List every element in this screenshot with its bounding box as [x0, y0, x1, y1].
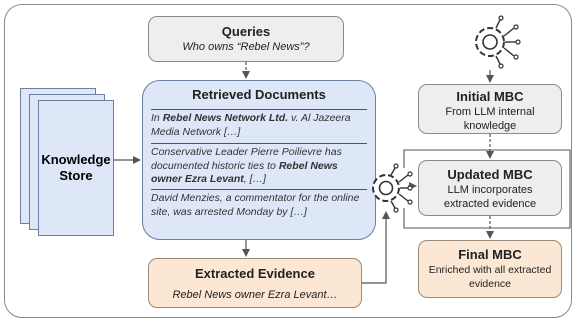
updated-mbc-line2: extracted evidence [443, 198, 537, 210]
queries-question: Who owns “Rebel News”? [182, 41, 310, 53]
initial-mbc-title: Initial MBC [456, 89, 524, 104]
final-mbc-title: Final MBC [458, 247, 522, 262]
final-mbc-line2: evidence [468, 278, 512, 290]
knowledge-store-label-line2: Store [59, 168, 93, 183]
doc2-pre: Conservative Leader Pierre Poilievre has… [151, 146, 342, 172]
doc-snippet-3: David Menzies, a commentator for the onl… [151, 192, 360, 218]
knowledge-store-sheet-front: Knowledge Store [38, 100, 114, 236]
doc2-post: , […] [243, 173, 266, 185]
extracted-evidence-title: Extracted Evidence [195, 266, 315, 281]
initial-mbc-line1: From LLM internal [445, 106, 535, 118]
extracted-evidence-text: Rebel News owner Ezra Levant… [172, 289, 338, 301]
extracted-evidence-box: Extracted Evidence Rebel News owner Ezra… [148, 258, 362, 308]
initial-mbc-line2: knowledge [463, 120, 517, 132]
arrow-extracted-to-icon [362, 211, 390, 284]
doc1-pre: In [151, 112, 163, 124]
final-mbc-box: Final MBC Enriched with all extracted ev… [418, 240, 562, 298]
loop-connector-bottom [403, 208, 571, 229]
loop-connector-top [403, 149, 571, 222]
updated-mbc-title: Updated MBC [447, 167, 533, 182]
doc-separator-2 [151, 143, 367, 144]
doc1-bold: Rebel News Network Ltd. [162, 112, 289, 124]
updated-mbc-box: Updated MBC LLM incorporates extracted e… [418, 160, 562, 216]
retrieved-documents-title: Retrieved Documents [192, 87, 326, 102]
llm-brain-circuit-icon [475, 15, 521, 69]
doc-snippet-1: In Rebel News Network Ltd. v. Al Jazeera… [151, 112, 367, 139]
queries-title: Queries [221, 24, 271, 39]
updated-mbc-line1: LLM incorporates [447, 184, 533, 196]
doc-separator-1 [151, 109, 367, 110]
doc-separator-3 [151, 189, 367, 190]
initial-mbc-box: Initial MBC From LLM internal knowledge [418, 84, 562, 134]
queries-box: Queries Who owns “Rebel News”? [148, 16, 344, 62]
final-mbc-line1: Enriched with all extracted [428, 264, 552, 276]
doc1-post: v. Al Jazeera Media Network […] [151, 112, 351, 138]
knowledge-store-label-line1: Knowledge [41, 152, 111, 167]
doc-snippet-2: Conservative Leader Pierre Poilievre has… [151, 146, 367, 187]
doc2-bold: Rebel News owner Ezra Levant [151, 159, 338, 186]
outer-frame [4, 4, 572, 318]
retrieved-documents-box: Retrieved Documents In Rebel News Networ… [142, 80, 376, 240]
llm-brain-circuit-icon [372, 163, 413, 213]
